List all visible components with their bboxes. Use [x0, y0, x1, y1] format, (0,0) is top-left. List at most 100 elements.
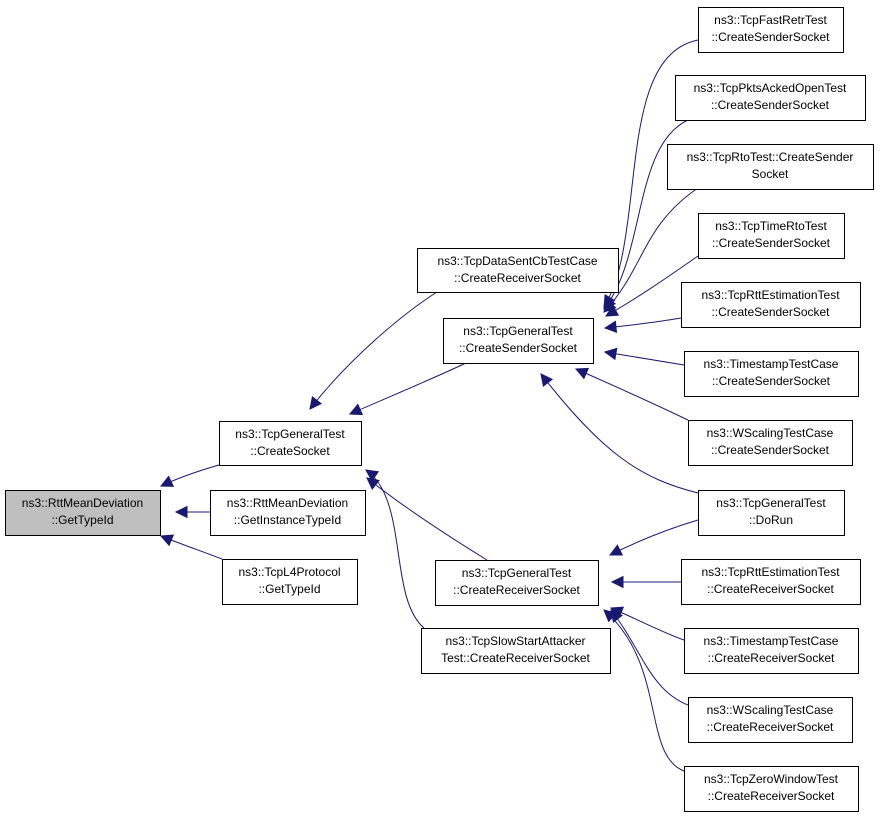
node-time-rto[interactable]: ns3::TcpTimeRtoTest::CreateSenderSocket [698, 213, 845, 259]
edge-time_rto-to-gen_sender [605, 255, 699, 317]
node-do-run[interactable]: ns3::TcpGeneralTest::DoRun [698, 490, 845, 536]
node-label-line: ::CreateSocket [250, 444, 330, 458]
node-label-line: Test::CreateReceiverSocket [441, 651, 590, 665]
node-label-line: ns3::WScalingTestCase [707, 703, 834, 717]
node-box [684, 351, 859, 397]
arrowhead-icon [603, 347, 618, 361]
edge-ts_s-to-gen_sender [603, 347, 685, 366]
node-label-line: ns3::TcpGeneralTest [462, 566, 572, 580]
node-box [698, 213, 845, 259]
arrowhead-icon [605, 304, 620, 317]
arrowhead-icon [608, 544, 624, 556]
node-ts-s[interactable]: ns3::TimestampTestCase::CreateSenderSock… [684, 351, 859, 397]
node-ts-r[interactable]: ns3::TimestampTestCase::CreateReceiverSo… [684, 628, 859, 674]
node-box [698, 7, 844, 53]
edge-ws_r-to-gen_recv [610, 609, 689, 706]
node-label-line: ns3::TcpRttEstimationTest [701, 565, 840, 579]
node-label-line: ns3::TcpSlowStartAttacker [445, 634, 585, 648]
edge-line [309, 291, 438, 410]
edge-gen_recv-to-gen_sock [366, 477, 488, 561]
arrowhead-icon [365, 469, 380, 482]
node-data-sent[interactable]: ns3::TcpDataSentCbTestCase::CreateReceiv… [417, 248, 619, 293]
node-gen-sender[interactable]: ns3::TcpGeneralTest::CreateSenderSocket [443, 318, 594, 364]
node-gen-recv[interactable]: ns3::TcpGeneralTest::CreateReceiverSocke… [435, 560, 599, 606]
node-fast-retr[interactable]: ns3::TcpFastRetrTest::CreateSenderSocket [698, 7, 844, 53]
node-rtt-inst[interactable]: ns3::RttMeanDeviation::GetInstanceTypeId [210, 490, 366, 536]
node-box [222, 559, 358, 605]
node-zero-win[interactable]: ns3::TcpZeroWindowTest::CreateReceiverSo… [684, 766, 859, 812]
node-gen-sock[interactable]: ns3::TcpGeneralTest::CreateSocket [219, 421, 362, 466]
arrowhead-icon [574, 367, 590, 380]
node-label-line: ::CreateReceiverSocket [707, 582, 834, 596]
node-label-line: ns3::TimestampTestCase [704, 357, 839, 371]
node-label-line: ns3::TcpGeneralTest [235, 427, 345, 441]
arrowhead-icon [174, 505, 188, 519]
node-label-line: ::CreateSenderSocket [712, 374, 831, 388]
node-ws-r[interactable]: ns3::WScalingTestCase::CreateReceiverSoc… [688, 697, 853, 743]
node-box [435, 560, 599, 606]
node-label-line: ::CreateReceiverSocket [707, 720, 834, 734]
node-label-line: ns3::TcpRtoTest::CreateSender [687, 150, 854, 164]
edge-gen_sender-to-gen_sock [348, 362, 467, 416]
node-box [688, 420, 853, 466]
node-l4[interactable]: ns3::TcpL4Protocol::GetTypeId [222, 559, 358, 605]
node-label-line: ns3::TcpZeroWindowTest [704, 772, 839, 786]
arrowhead-icon [603, 609, 617, 623]
node-label-line: ::CreateSenderSocket [459, 341, 578, 355]
edge-rtt_est_r-to-gen_recv [610, 575, 681, 589]
edge-line [610, 607, 685, 641]
edge-line [540, 373, 699, 494]
node-box [684, 628, 859, 674]
edge-gen_sock-to-root [159, 464, 220, 487]
node-label-line: ::DoRun [749, 513, 793, 527]
edge-line [609, 519, 699, 556]
node-rtt-est-s[interactable]: ns3::TcpRttEstimationTest::CreateSenderS… [681, 282, 861, 328]
edge-line [349, 362, 467, 415]
node-label-line: ::CreateSenderSocket [711, 305, 830, 319]
node-label-line: ns3::TcpTimeRtoTest [715, 219, 827, 233]
edge-line [610, 609, 689, 706]
arrowhead-icon [159, 534, 175, 547]
arrowhead-icon [603, 320, 618, 334]
node-label-line: ::GetTypeId [258, 582, 320, 596]
node-rtt-est-r[interactable]: ns3::TcpRttEstimationTest::CreateReceive… [681, 559, 861, 605]
node-label-line: ::CreateReceiverSocket [708, 651, 835, 665]
node-label-line: ns3::WScalingTestCase [707, 426, 834, 440]
arrowhead-icon [348, 403, 364, 416]
node-slow-start[interactable]: ns3::TcpSlowStartAttackerTest::CreateRec… [421, 628, 611, 674]
node-box [675, 75, 866, 121]
node-box [417, 248, 619, 293]
node-box [684, 766, 859, 812]
node-label-line: ::CreateSenderSocket [712, 236, 831, 250]
arrowhead-icon [309, 396, 323, 410]
node-label-line: ns3::RttMeanDeviation [227, 496, 348, 510]
node-label-line: ::GetTypeId [51, 513, 113, 527]
edge-data_sent-to-gen_sock [309, 291, 438, 410]
node-label-line: ns3::TcpPktsAckedOpenTest [694, 81, 847, 95]
edge-line [603, 609, 685, 772]
edge-zero_win-to-gen_recv [603, 609, 685, 772]
node-box [421, 628, 611, 674]
node-label-line: Socket [752, 167, 789, 181]
node-label-line: ns3::TcpRttEstimationTest [701, 288, 840, 302]
node-root[interactable]: ns3::RttMeanDeviation::GetTypeId [5, 490, 161, 536]
node-box [210, 490, 366, 536]
edge-do_run-to-gen_recv [608, 519, 699, 556]
node-label-line: ns3::TcpGeneralTest [716, 496, 826, 510]
node-pkts-acked[interactable]: ns3::TcpPktsAckedOpenTest::CreateSenderS… [675, 75, 866, 121]
arrowhead-icon [159, 475, 175, 487]
node-box [5, 490, 161, 536]
node-label-line: ns3::TcpGeneralTest [463, 324, 573, 338]
node-ws-s[interactable]: ns3::WScalingTestCase::CreateSenderSocke… [688, 420, 853, 466]
node-label-line: ::GetInstanceTypeId [234, 513, 341, 527]
node-rto-test[interactable]: ns3::TcpRtoTest::CreateSenderSocket [667, 144, 874, 190]
edge-rtt_inst-to-root [174, 505, 210, 519]
node-box [443, 318, 594, 364]
node-box [681, 559, 861, 605]
node-label-line: ::CreateSenderSocket [711, 443, 830, 457]
node-label-line: ns3::TcpL4Protocol [238, 565, 340, 579]
node-box [667, 144, 874, 190]
node-label-line: ::CreateReceiverSocket [708, 789, 835, 803]
edge-ts_r-to-gen_recv [609, 606, 685, 641]
